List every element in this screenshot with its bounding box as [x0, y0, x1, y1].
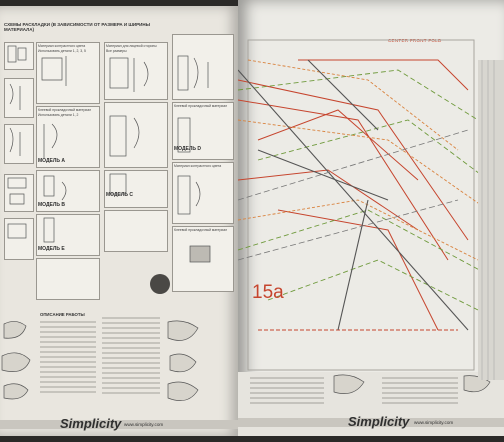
- layout-panel: [36, 214, 100, 256]
- layout-panel: [104, 170, 168, 208]
- pattern-piece-number: 15a: [252, 282, 284, 303]
- brand-logo: Simplicity: [348, 414, 410, 429]
- model-label: МОДЕЛЬ А: [38, 158, 65, 164]
- brand-url: www.simplicity.com: [124, 422, 164, 427]
- layout-panel: [36, 42, 100, 104]
- layout-panel: [104, 210, 168, 252]
- model-label: МОДЕЛЬ D: [174, 146, 201, 152]
- model-label: МОДЕЛЬ С: [106, 192, 133, 198]
- model-label: МОДЕЛЬ В: [38, 202, 65, 208]
- layout-panel: [4, 218, 34, 260]
- model-label: МОДЕЛЬ Е: [38, 246, 65, 252]
- instruction-text-lines: [1, 317, 199, 401]
- layout-diagrams: [7, 45, 211, 294]
- layout-panel: [104, 102, 168, 168]
- footer-bar: [0, 420, 240, 429]
- layout-panel: [4, 78, 34, 118]
- panel-caption: Материал для лицевой стороны: [106, 44, 157, 48]
- layout-panel: [4, 42, 34, 70]
- pattern-lines: [238, 39, 504, 436]
- layout-panel: [36, 258, 100, 300]
- layout-panel: [172, 34, 234, 100]
- panel-caption: Все размеры: [106, 49, 127, 53]
- layout-heading: СХЕМЫ РАСКЛАДКИ (В ЗАВИСИМОСТИ ОТ РАЗМЕР…: [4, 22, 151, 32]
- panel-caption: Использовать детали 1, 2, 3, 5: [38, 49, 86, 53]
- layout-panel: [4, 174, 34, 212]
- layout-panel: [36, 170, 100, 212]
- layout-panel: [36, 106, 100, 168]
- layout-panel: [4, 124, 34, 164]
- brand-url: www.simplicity.com: [414, 420, 454, 425]
- panel-caption: Клеевой прокладочный материал: [174, 104, 228, 108]
- panel-caption: Клеевой прокладочный материал: [174, 228, 228, 232]
- layout-panel: [104, 42, 168, 100]
- right-page: CENTER FRONT FOLD: [238, 0, 504, 436]
- instructions-title: ОПИСАНИЕ РАБОТЫ: [40, 312, 85, 317]
- panel-caption: Материал контрастного цвета: [38, 44, 86, 48]
- panel-caption: Материал контрастного цвета: [174, 164, 222, 168]
- layout-panel: [172, 226, 234, 292]
- left-page: СХЕМЫ РАСКЛАДКИ (В ЗАВИСИМОСТИ ОТ РАЗМЕР…: [0, 6, 240, 436]
- panel-caption: Клеевой прокладочный материал: [38, 108, 92, 112]
- panel-caption: Использовать детали 1, 2: [38, 113, 79, 117]
- brand-logo: Simplicity: [60, 416, 122, 431]
- footer-bar: [238, 418, 504, 427]
- layout-panel: [172, 102, 234, 160]
